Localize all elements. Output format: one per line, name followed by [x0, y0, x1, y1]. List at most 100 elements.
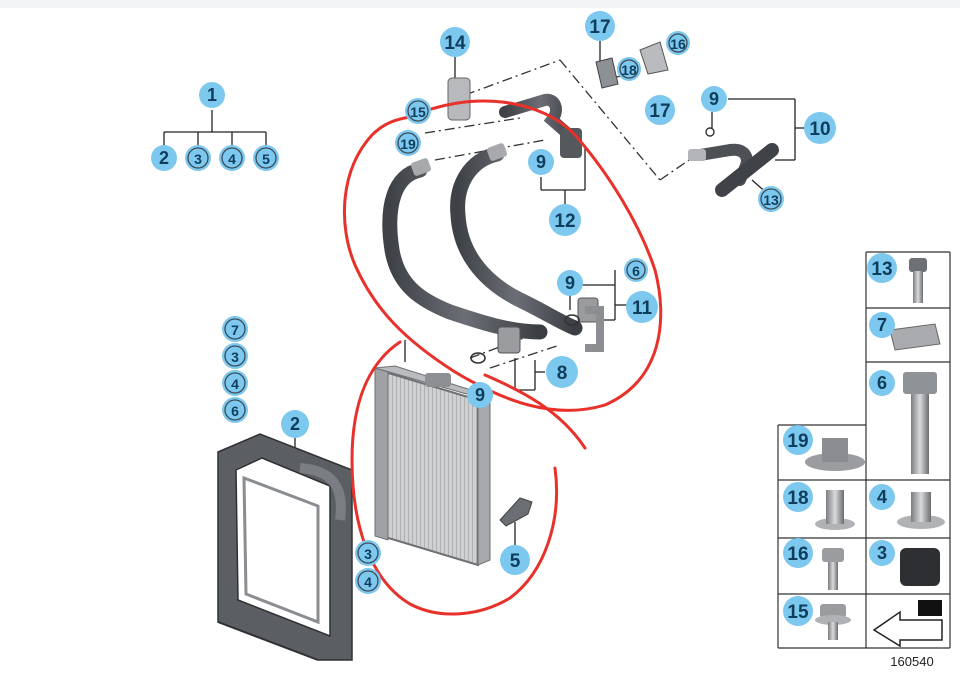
- callout-disc: [500, 545, 530, 575]
- legend-number-l19: 19: [783, 425, 813, 455]
- callout-c4a: 4: [219, 145, 245, 171]
- callout-c6b: 6: [222, 397, 248, 423]
- callout-disc: [557, 270, 583, 296]
- callout-disc: [869, 370, 895, 396]
- callout-c15: 15: [405, 98, 431, 124]
- callout-ring: [221, 147, 243, 169]
- callout-ring: [407, 100, 429, 122]
- callout-ring: [626, 260, 646, 280]
- callout-label: 5: [510, 551, 521, 572]
- callout-c5a: 5: [253, 145, 279, 171]
- callout-label: 4: [228, 151, 236, 167]
- callout-c4c: 4: [355, 568, 381, 594]
- callout-disc: [355, 568, 381, 594]
- callout-disc: [869, 484, 895, 510]
- callout-label: 14: [444, 33, 466, 54]
- callout-label: 15: [410, 104, 426, 120]
- callout-label: 4: [231, 376, 239, 392]
- callout-ring: [187, 147, 209, 169]
- callout-disc: [151, 145, 177, 171]
- legend-number-l16: 16: [783, 538, 813, 568]
- callout-ring: [224, 318, 246, 340]
- callout-label: 16: [670, 36, 686, 52]
- callout-label: 17: [589, 17, 610, 38]
- callout-label: 13: [871, 259, 892, 280]
- callout-disc: [355, 540, 381, 566]
- callout-label: 9: [565, 273, 575, 293]
- callout-disc: [783, 482, 813, 512]
- callout-disc: [528, 149, 554, 175]
- callout-label: 12: [554, 211, 575, 232]
- legend-number-l18: 18: [783, 482, 813, 512]
- callout-label: 3: [877, 543, 887, 563]
- legend-number-l15: 15: [783, 596, 813, 626]
- callout-disc: [783, 596, 813, 626]
- callout-disc: [549, 204, 581, 236]
- callout-label: 6: [231, 403, 239, 419]
- callout-label: 18: [787, 488, 808, 509]
- callout-c6a: 6: [624, 258, 648, 282]
- bracket-5: [499, 497, 533, 527]
- callout-c14: 14: [440, 27, 470, 57]
- callout-ring: [357, 542, 379, 564]
- callout-c13: 13: [758, 186, 784, 212]
- callout-c9a: 9: [701, 86, 727, 112]
- callout-label: 19: [787, 431, 808, 452]
- callout-c2b: 2: [281, 410, 309, 438]
- callout-disc: [869, 312, 895, 338]
- callout-label: 3: [231, 349, 239, 365]
- hose-clips: [447, 41, 669, 121]
- callout-label: 9: [709, 89, 719, 109]
- legend-hardware: [805, 258, 945, 648]
- callout-label: 4: [364, 574, 372, 590]
- callout-c4b: 4: [222, 370, 248, 396]
- callout-label: 6: [877, 373, 887, 393]
- callout-c11: 11: [626, 291, 658, 323]
- callout-ring: [397, 132, 419, 154]
- callout-label: 1: [207, 85, 217, 105]
- callout-disc: [804, 112, 836, 144]
- callout-c7a: 7: [222, 316, 248, 342]
- legend-number-l4: 4: [869, 484, 895, 510]
- callout-label: 10: [809, 119, 830, 140]
- radiator-frame: [217, 433, 353, 661]
- callout-ring: [357, 570, 379, 592]
- callout-label: 15: [787, 602, 809, 623]
- callout-disc: [783, 425, 813, 455]
- callout-disc: [467, 382, 493, 408]
- callout-label: 11: [632, 298, 653, 319]
- callout-label: 2: [290, 414, 300, 434]
- callout-c3c: 3: [355, 540, 381, 566]
- callout-c2a: 2: [151, 145, 177, 171]
- callout-label: 5: [262, 151, 270, 167]
- callout-disc: [199, 82, 225, 108]
- callout-disc: [585, 11, 615, 41]
- callout-label: 8: [557, 363, 568, 384]
- callout-disc: [185, 145, 211, 171]
- callout-disc: [222, 316, 248, 342]
- callout-disc: [253, 145, 279, 171]
- callout-disc: [626, 291, 658, 323]
- callout-disc: [869, 540, 895, 566]
- callout-label: 7: [231, 322, 239, 338]
- callout-disc: [395, 130, 421, 156]
- legend-number-l13: 13: [867, 253, 897, 283]
- legend-number-l7: 7: [869, 312, 895, 338]
- callout-label: 3: [194, 151, 202, 167]
- callout-ring: [619, 59, 639, 79]
- callout-ring: [224, 399, 246, 421]
- callout-label: 17: [649, 101, 670, 122]
- callout-c9d: 9: [467, 382, 493, 408]
- callout-disc: [701, 86, 727, 112]
- callout-c9c: 9: [557, 270, 583, 296]
- callout-disc: [219, 145, 245, 171]
- coolant-hoses: [382, 93, 583, 340]
- callout-disc: [867, 253, 897, 283]
- callout-disc: [222, 397, 248, 423]
- oil-cooler-radiator: [374, 365, 491, 567]
- callout-c3b: 3: [222, 343, 248, 369]
- legend-table: [777, 251, 951, 649]
- callout-disc: [546, 356, 578, 388]
- pipe-fitting-10: [688, 127, 779, 197]
